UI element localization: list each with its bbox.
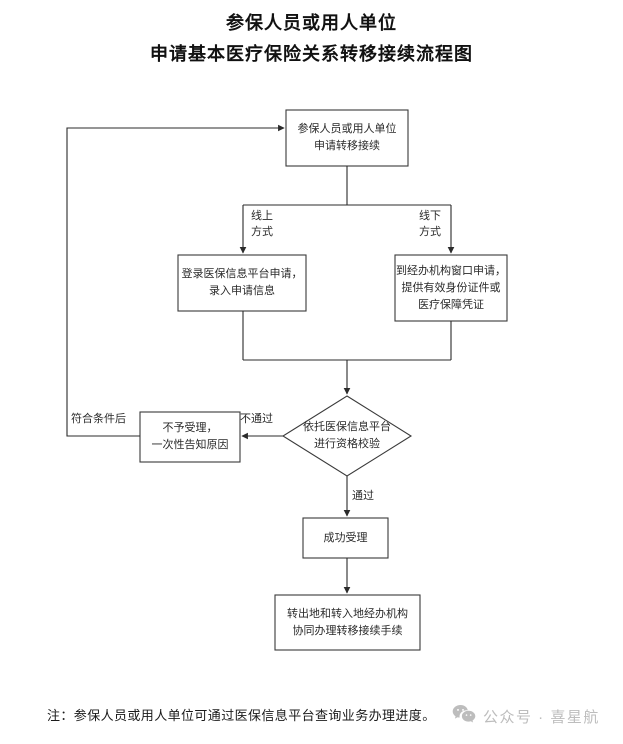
edge-label-offline-line-2: 方式 — [419, 226, 441, 238]
edge-label-pass: 通过 — [352, 488, 374, 504]
title-line-2: 申请基本医疗保险关系转移接续流程图 — [150, 44, 473, 64]
edge-reject-loop-to-start — [66, 124, 285, 437]
watermark: 公众号 · 喜星航 — [452, 704, 600, 728]
node-start-shape — [285, 109, 409, 167]
edge-label-offline-line-1: 线下 — [419, 210, 441, 222]
wechat-icon — [452, 704, 476, 728]
node-transfer-shape — [274, 594, 421, 651]
edge-label-online-line-1: 线上 — [251, 210, 273, 222]
edge-label-requalify-line-1: 符合条件后 — [71, 413, 126, 425]
edge-label-offline-branch: 线下 方式 — [419, 208, 441, 240]
title-line-1: 参保人员或用人单位 — [226, 13, 397, 33]
node-accepted-shape — [302, 517, 389, 559]
node-reject-shape — [139, 411, 241, 463]
edge-label-fail-line-1: 不通过 — [240, 413, 273, 425]
edge-label-fail: 不通过 — [240, 411, 273, 427]
edge-label-online-line-2: 方式 — [251, 226, 273, 238]
footer-note: 注：参保人员或用人单位可通过医保信息平台查询业务办理进度。 — [47, 708, 436, 723]
edge-label-online-branch: 线上 方式 — [251, 208, 273, 240]
watermark-label: 公众号 · 喜星航 — [483, 708, 600, 726]
page-title: 参保人员或用人单位 申请基本医疗保险关系转移接续流程图 — [0, 8, 623, 70]
node-offline-shape — [394, 254, 508, 322]
node-verify-shape — [281, 395, 413, 477]
edge-label-requalify: 符合条件后 — [71, 411, 126, 427]
node-online-shape — [177, 254, 307, 312]
edge-label-pass-line-1: 通过 — [352, 490, 374, 502]
